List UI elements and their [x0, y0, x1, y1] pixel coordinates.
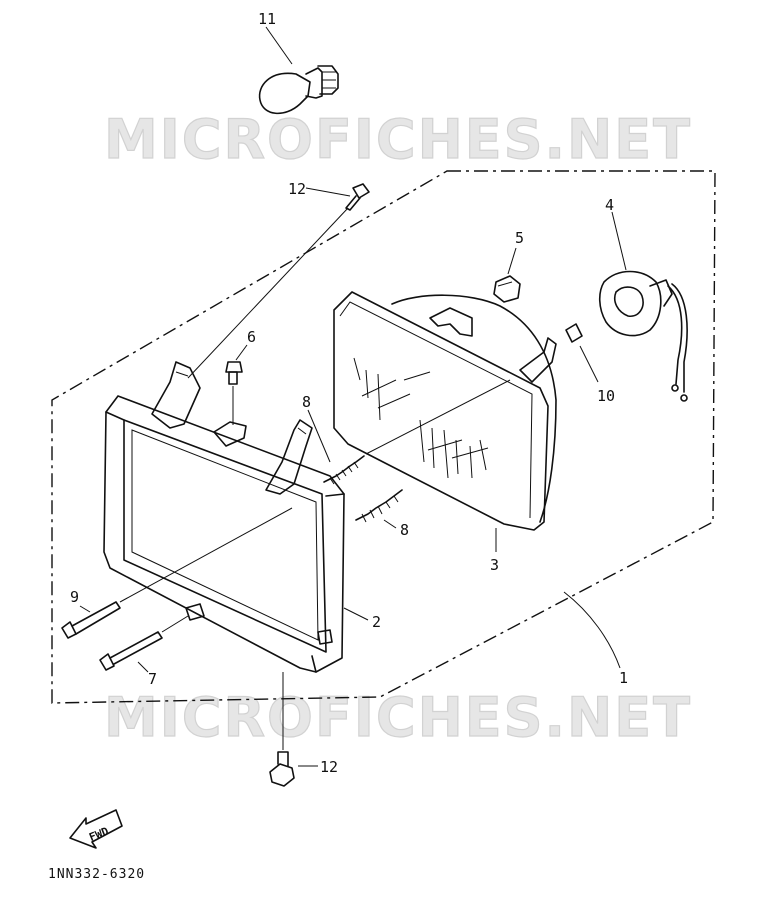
bulb-socket-part: [598, 270, 688, 402]
spring-8-upper-part: [323, 455, 365, 485]
leader-8-lower: [383, 519, 397, 529]
watermark-top: MICROFICHES.NET: [104, 108, 692, 171]
screw-top-part: [345, 183, 370, 211]
sealed-beam-unit-part: [333, 291, 557, 531]
screw-6-part: [225, 361, 243, 385]
diagram-code: 1NN332-6320: [48, 867, 145, 882]
leader-8-upper: [307, 409, 331, 463]
screw-7-part: [99, 631, 163, 671]
headlight-frame-part: [103, 361, 345, 673]
callout-12-bottom: 12: [320, 758, 338, 776]
callout-4: 4: [605, 196, 614, 214]
nut-10-part: [565, 323, 583, 343]
grommet-part: [493, 275, 521, 303]
callout-8-upper: 8: [302, 393, 311, 411]
screw-bottom-part: [269, 751, 295, 787]
axis-12-top: [187, 207, 349, 379]
callout-5: 5: [515, 229, 524, 247]
callout-2: 2: [372, 613, 381, 631]
leader-10: [579, 345, 599, 383]
axis-8-upper: [365, 379, 511, 455]
callout-11: 11: [258, 10, 276, 28]
callout-7: 7: [148, 670, 157, 688]
fwd-arrow-icon: FWD: [69, 809, 123, 849]
leader-12-top: [305, 187, 351, 197]
callout-12-top: 12: [288, 180, 306, 198]
leader-4: [611, 211, 627, 271]
callout-6: 6: [247, 328, 256, 346]
axis-7: [161, 615, 189, 633]
leader-2: [343, 607, 369, 621]
watermark-bottom: MICROFICHES.NET: [104, 686, 692, 749]
leader-11: [265, 26, 293, 65]
callout-9: 9: [70, 588, 79, 606]
screw-9-part: [61, 601, 121, 639]
callout-3: 3: [490, 556, 499, 574]
spring-8-lower-part: [355, 489, 403, 523]
callout-1: 1: [619, 669, 628, 687]
fwd-label: FWD: [87, 824, 111, 844]
leader-5: [507, 247, 517, 275]
axis-9: [119, 507, 293, 603]
callout-10: 10: [597, 387, 615, 405]
leader-7: [137, 661, 149, 673]
callout-8-lower: 8: [400, 521, 409, 539]
bulb-part: [258, 65, 339, 115]
leader-1: [563, 591, 621, 669]
leader-9: [79, 605, 91, 613]
assembly-boundary: [51, 170, 716, 704]
leader-6: [235, 344, 248, 361]
